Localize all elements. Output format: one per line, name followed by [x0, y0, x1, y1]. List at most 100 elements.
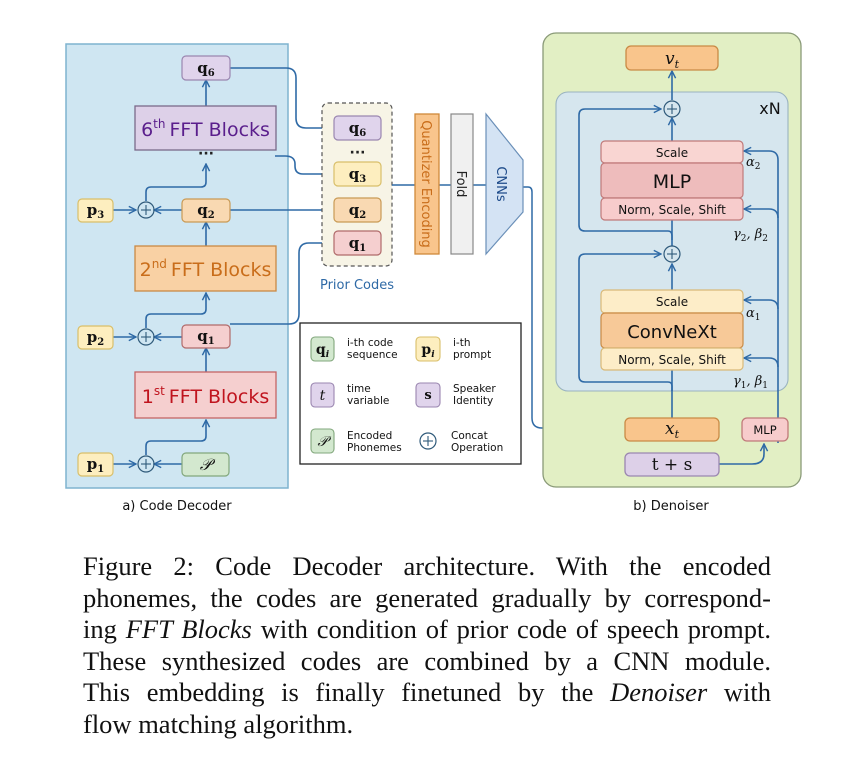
svg-text:t + s: t + s: [652, 455, 693, 475]
block-ordinal-suffix: th: [153, 117, 165, 131]
alpha2-label: α2: [746, 155, 761, 172]
svg-text:CNNs: CNNs: [493, 166, 508, 202]
prior-code-q2: q2: [333, 197, 382, 223]
svg-text:pi: pi: [421, 342, 435, 360]
code-q2: q2: [181, 198, 231, 223]
prompt-p3: p3: [77, 198, 114, 223]
svg-text:q1: q1: [349, 234, 366, 254]
residual-add-icon: [663, 100, 681, 118]
concat-icon: [419, 432, 437, 450]
concat-icon: [137, 328, 155, 346]
output-vt: vt: [625, 45, 719, 71]
svg-text:q6: q6: [197, 59, 215, 79]
svg-text:p2: p2: [87, 328, 105, 348]
caption-line: These synthesized codes are combined by …: [83, 646, 771, 678]
caption-text: This embedding is finally finetuned by t…: [83, 677, 611, 707]
svg-text:q6: q6: [349, 119, 367, 139]
svg-text:Operation: Operation: [451, 442, 503, 454]
block-ordinal: 2: [140, 259, 152, 281]
prior-code-connectors: [230, 67, 334, 325]
gamma1-beta1-label: γ1, β1: [733, 374, 768, 391]
encoded-phonemes: 𝒫: [181, 452, 230, 477]
fft-block-6: 6th FFT Blocks: [134, 105, 277, 151]
fft-block-2: 2nd FFT Blocks: [134, 245, 277, 292]
svg-text:Fold: Fold: [453, 171, 468, 198]
svg-text:MLP: MLP: [753, 423, 776, 437]
prior-code-q3: q3: [333, 161, 382, 187]
ellipsis: ···: [350, 145, 366, 161]
svg-text:q2: q2: [349, 201, 367, 221]
legend: qi i-th code sequence pi i-th prompt t t…: [299, 322, 522, 465]
alpha1-label: α1: [746, 306, 761, 323]
svg-text:xt: xt: [665, 419, 680, 441]
condition-mlp: MLP: [741, 417, 789, 442]
ellipsis: ···: [198, 146, 214, 162]
legend-item-code: qi i-th code sequence: [310, 336, 398, 362]
code-q6: q6: [181, 55, 231, 81]
block-ordinal-suffix: st: [154, 384, 165, 398]
gamma2-beta2-label: γ2, β2: [733, 227, 768, 244]
code-decoder-label: a) Code Decoder: [122, 499, 232, 514]
caption-emphasis: Denoiser: [610, 677, 708, 707]
quantizer-encoding-block: Quantizer Encoding: [414, 113, 440, 255]
legend-item-time: t time variable: [310, 382, 389, 408]
svg-text:qi: qi: [316, 342, 330, 360]
svg-text:q1: q1: [197, 327, 214, 347]
svg-text:Phonemes: Phonemes: [347, 442, 402, 454]
svg-text:variable: variable: [347, 395, 389, 407]
prior-codes-group: q6 ··· q3 q2 q1: [321, 102, 393, 267]
scale-label: Scale: [656, 146, 688, 160]
prior-code-q1: q1: [333, 230, 382, 256]
block-ordinal: 6: [141, 119, 153, 141]
svg-text:s: s: [424, 388, 431, 403]
fft-block-1: 1st FFT Blocks: [134, 371, 277, 419]
caption-line: ing FFT Blocks with condition of prior c…: [83, 614, 771, 646]
convnext-label: ConvNeXt: [627, 322, 717, 343]
denoiser-connectors: [578, 71, 779, 465]
pipeline-connectors: [392, 184, 620, 428]
block-label: FFT Blocks: [169, 119, 269, 141]
residual-add-icon: [663, 245, 681, 263]
cnns-block: CNNs: [485, 112, 524, 256]
svg-text:Encoded: Encoded: [347, 430, 392, 442]
svg-text:Concat: Concat: [451, 430, 488, 442]
svg-text:time: time: [347, 383, 371, 395]
legend-item-speaker: s Speaker Identity: [415, 382, 496, 408]
figure-caption: Figure 2: Code Decoder architecture. Wit…: [83, 551, 771, 740]
denoiser-label: b) Denoiser: [633, 499, 709, 514]
block-label: FFT Blocks: [171, 259, 271, 281]
caption-text: flow matching algorithm.: [83, 708, 354, 739]
prior-code-q6: q6: [333, 115, 382, 141]
block-ordinal-suffix: nd: [152, 257, 167, 271]
caption-line: This embedding is finally finetuned by t…: [83, 677, 771, 709]
svg-text:t: t: [320, 388, 326, 404]
block-label: FFT Blocks: [169, 386, 269, 408]
fold-block: Fold: [450, 113, 474, 255]
caption-text: phonemes, the codes are generated gradua…: [83, 582, 771, 613]
caption-text: These synthesized codes are combined by …: [83, 645, 771, 676]
prompt-p1: p1: [77, 452, 114, 477]
code-decoder-connectors: [113, 80, 206, 464]
prior-codes-label: Prior Codes: [320, 278, 394, 293]
block-ordinal: 1: [142, 386, 154, 408]
norm-scale-shift-label: Norm, Scale, Shift: [618, 203, 726, 217]
legend-item-concat: Concat Operation: [419, 430, 503, 454]
input-xt: xt: [624, 417, 720, 442]
caption-line: phonemes, the codes are generated gradua…: [83, 583, 771, 615]
caption-text: ing: [83, 614, 126, 644]
svg-text:i-th: i-th: [453, 337, 470, 349]
repeat-label: xN: [759, 99, 780, 118]
legend-item-phonemes: 𝒫 Encoded Phonemes: [310, 428, 402, 454]
caption-line: Figure 2: Code Decoder architecture. Wit…: [83, 551, 771, 583]
svg-text:q2: q2: [197, 201, 215, 221]
concat-icon: [137, 201, 155, 219]
caption-emphasis: FFT Blocks: [125, 614, 252, 644]
concat-icon: [137, 455, 155, 473]
svg-text:sequence: sequence: [347, 349, 398, 361]
prompt-p2: p2: [77, 325, 114, 350]
svg-text:q3: q3: [349, 165, 367, 185]
